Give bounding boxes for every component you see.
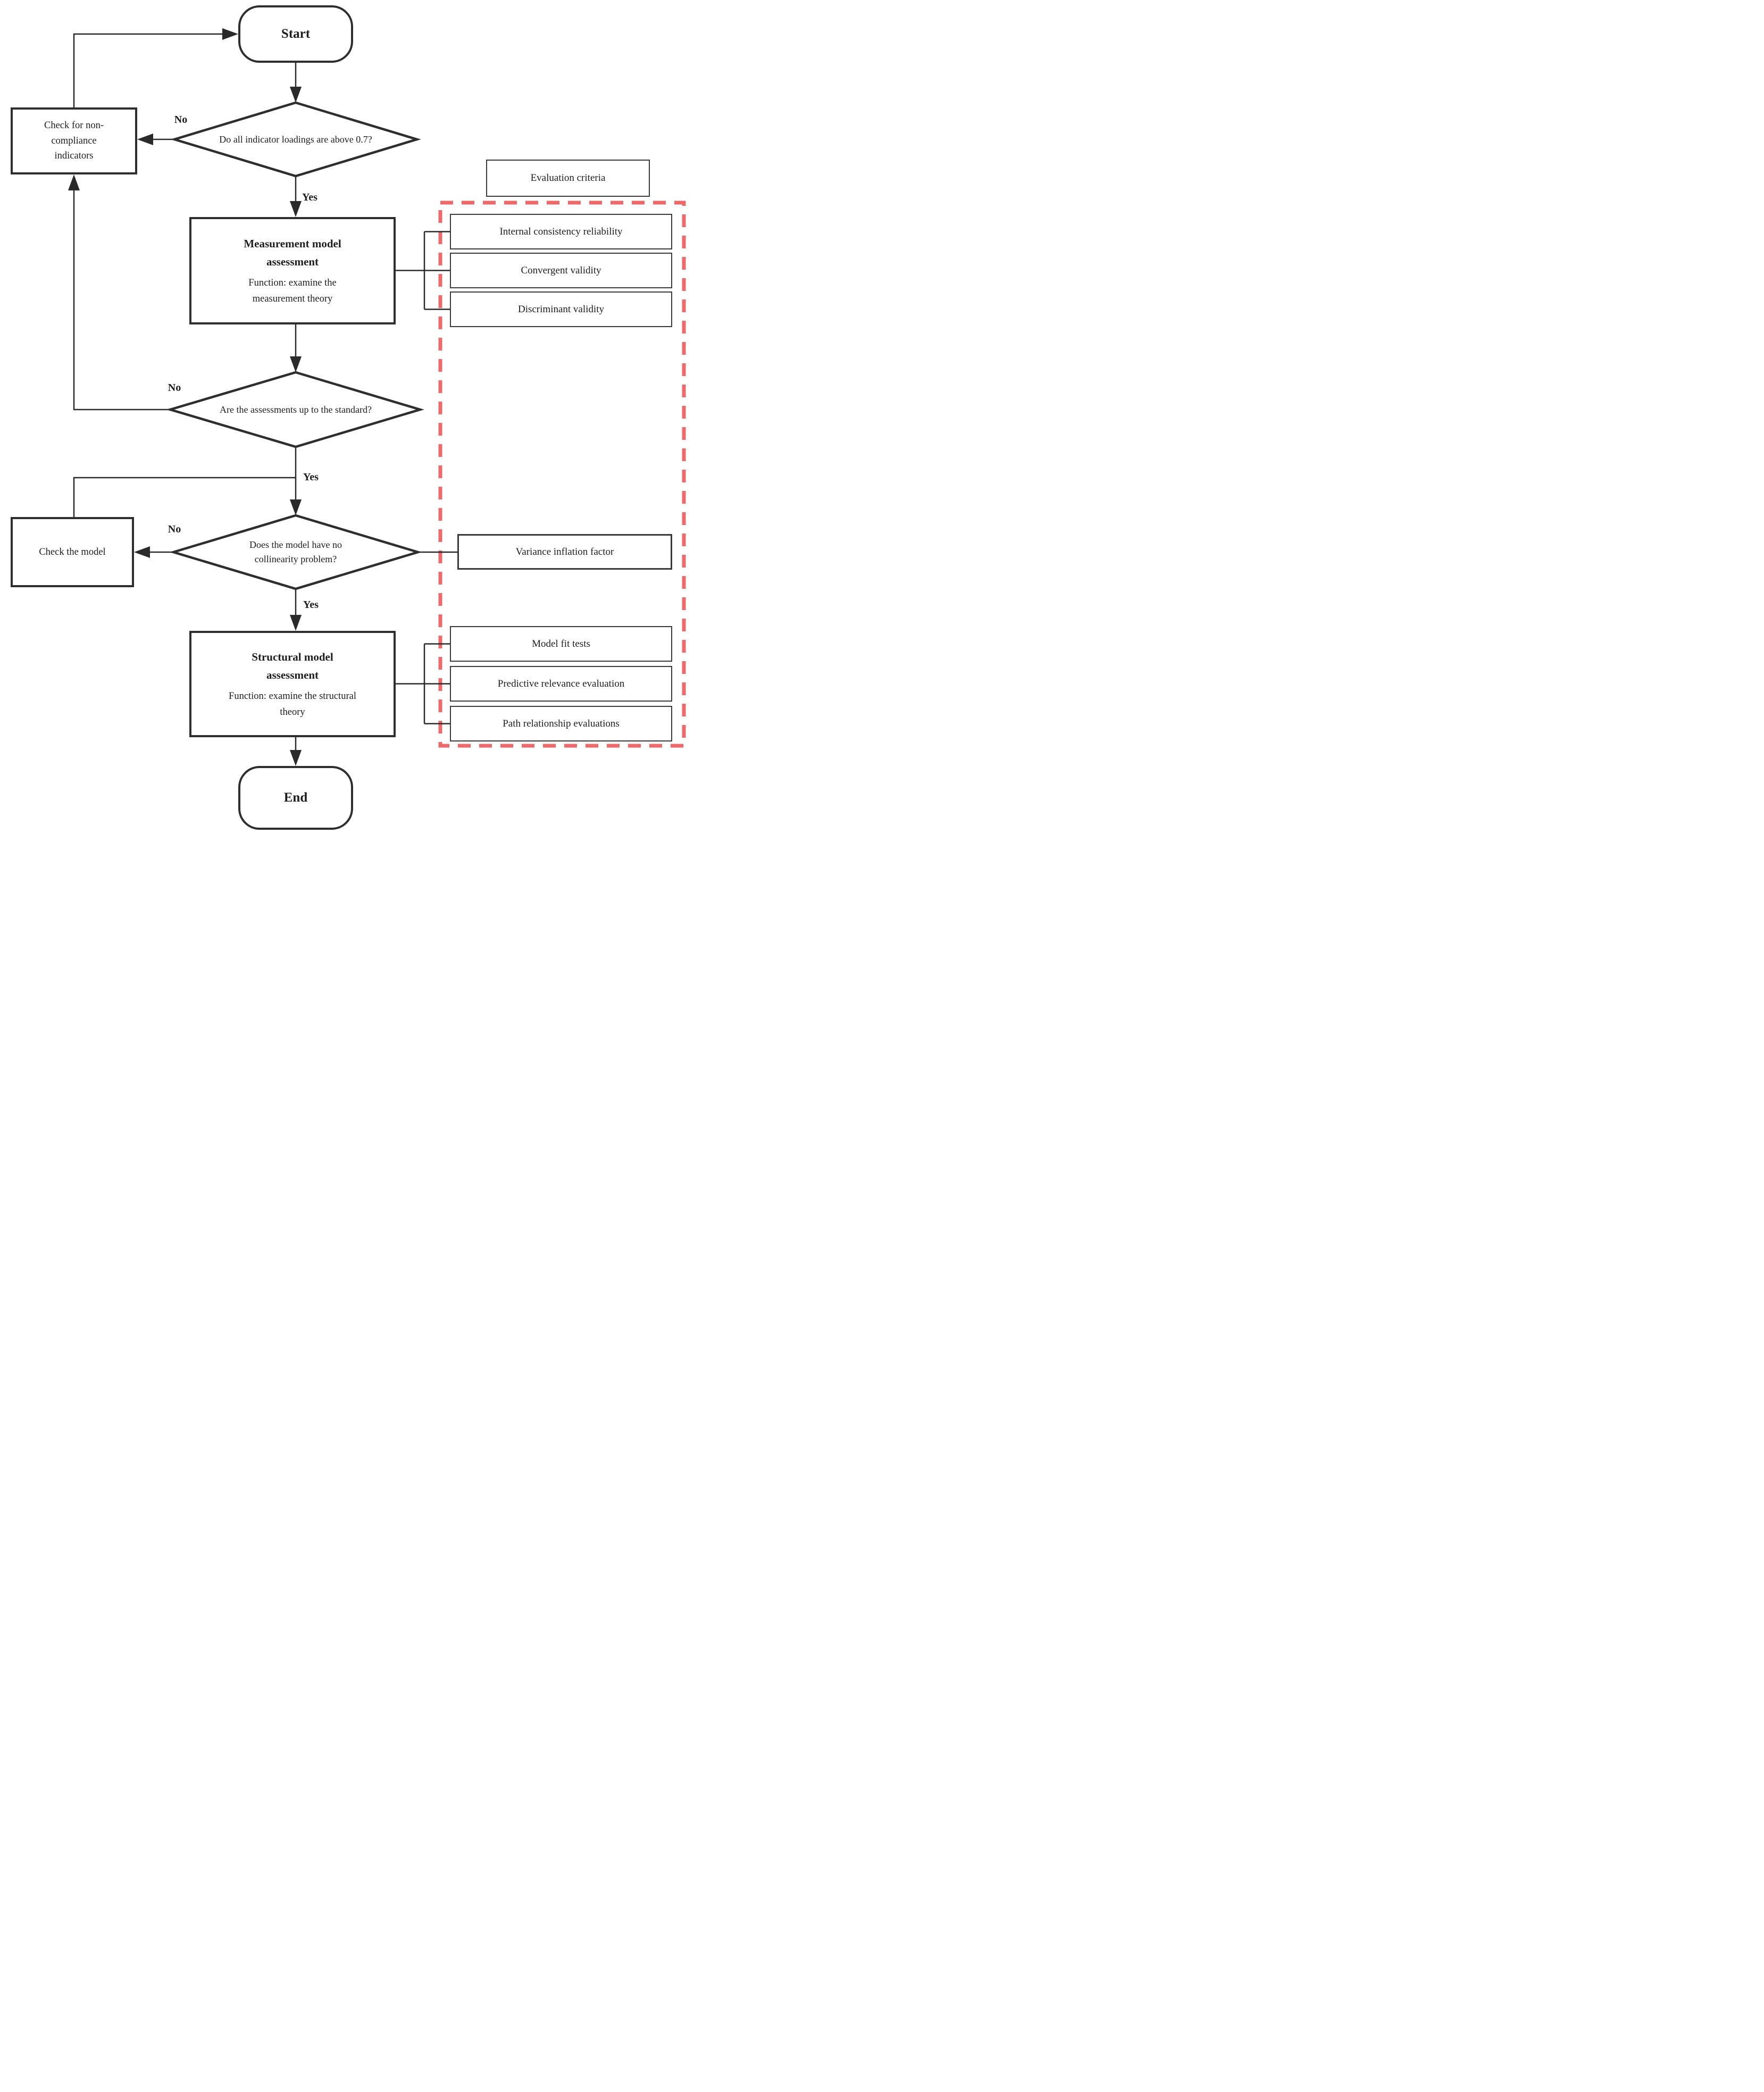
check-indicators-label: Check for non-compliance indicators (44, 120, 104, 162)
decision-1-no-label: No (174, 114, 188, 126)
structural-model-subtitle: Function: examine the structural theory (229, 691, 356, 718)
line-loop-to-start (73, 33, 223, 107)
evaluation-criteria-header: Evaluation criteria (486, 160, 650, 197)
arrowhead-into-check-indicators (137, 134, 153, 145)
bracket-structural-criteria (396, 643, 450, 724)
end-label: End (283, 790, 308, 805)
arrowhead-into-check-model (134, 546, 150, 558)
criterion-predictive-relevance: Predictive relevance evaluation (450, 666, 672, 702)
structural-model-box: Structural model assessment Function: ex… (189, 631, 396, 737)
criterion-convergent-validity-label: Convergent validity (521, 264, 601, 276)
decision-1-yes-label: Yes (302, 191, 317, 203)
start-node: Start (238, 5, 353, 63)
criterion-model-fit-label: Model fit tests (532, 638, 590, 649)
flowchart-canvas: Start End Do all indicator loadings are … (0, 0, 706, 837)
arrowhead-into-mma (290, 201, 302, 217)
start-label: Start (281, 27, 311, 41)
decision-1-shape (170, 101, 421, 178)
measurement-model-title: Measurement model assessment (244, 237, 341, 269)
bracket-measurement-criteria (396, 231, 450, 310)
arrowheads (68, 28, 302, 766)
criterion-path-relationship-label: Path relationship evaluations (503, 718, 620, 729)
arrowhead-into-d1 (290, 87, 302, 103)
line-checkmodel-return (73, 477, 296, 517)
criterion-path-relationship: Path relationship evaluations (450, 706, 672, 741)
criterion-vif-label: Variance inflation factor (515, 546, 614, 557)
structural-model-title: Structural model assessment (252, 650, 333, 682)
arrowhead-into-start (222, 28, 238, 40)
line-d2-no (73, 189, 170, 411)
criterion-internal-consistency: Internal consistency reliability (450, 214, 672, 249)
check-model-label: Check the model (39, 546, 106, 557)
criteria-dashed-container (438, 201, 686, 748)
criterion-vif: Variance inflation factor (457, 534, 672, 570)
decision-3-no-label: No (168, 523, 181, 535)
end-node: End (238, 766, 353, 830)
decision-3-text: Does the model have no collinearity prob… (249, 539, 342, 564)
measurement-model-subtitle: Function: examine the measurement theory (248, 278, 337, 304)
measurement-model-box: Measurement model assessment Function: e… (189, 217, 396, 324)
criterion-predictive-relevance-label: Predictive relevance evaluation (497, 678, 625, 689)
decision-shapes (166, 101, 424, 590)
arrowhead-into-d3 (290, 499, 302, 515)
arrowhead-into-d2 (290, 356, 302, 372)
decision-2-yes-label: Yes (303, 471, 319, 483)
criterion-discriminant-validity: Discriminant validity (450, 291, 672, 327)
check-indicators-box: Check for non-compliance indicators (11, 107, 137, 174)
arrowhead-into-sma (290, 615, 302, 631)
decision-1-text: Do all indicator loadings are above 0.7? (219, 134, 372, 145)
criterion-discriminant-validity-label: Discriminant validity (517, 303, 604, 315)
arrowhead-into-check-indicators-bottom (68, 174, 80, 190)
check-model-box: Check the model (11, 517, 134, 587)
decision-2-text: Are the assessments up to the standard? (220, 404, 372, 415)
criterion-model-fit: Model fit tests (450, 626, 672, 662)
criterion-internal-consistency-label: Internal consistency reliability (499, 226, 623, 237)
evaluation-criteria-label: Evaluation criteria (530, 172, 606, 184)
decision-3-yes-label: Yes (303, 599, 319, 611)
criterion-convergent-validity: Convergent validity (450, 253, 672, 288)
decision-2-no-label: No (168, 382, 181, 394)
connector-layer (68, 28, 686, 766)
flow-lines (73, 33, 457, 751)
decision-3-shape (169, 514, 422, 590)
decision-2-shape (166, 371, 424, 448)
arrowhead-into-end (290, 750, 302, 766)
